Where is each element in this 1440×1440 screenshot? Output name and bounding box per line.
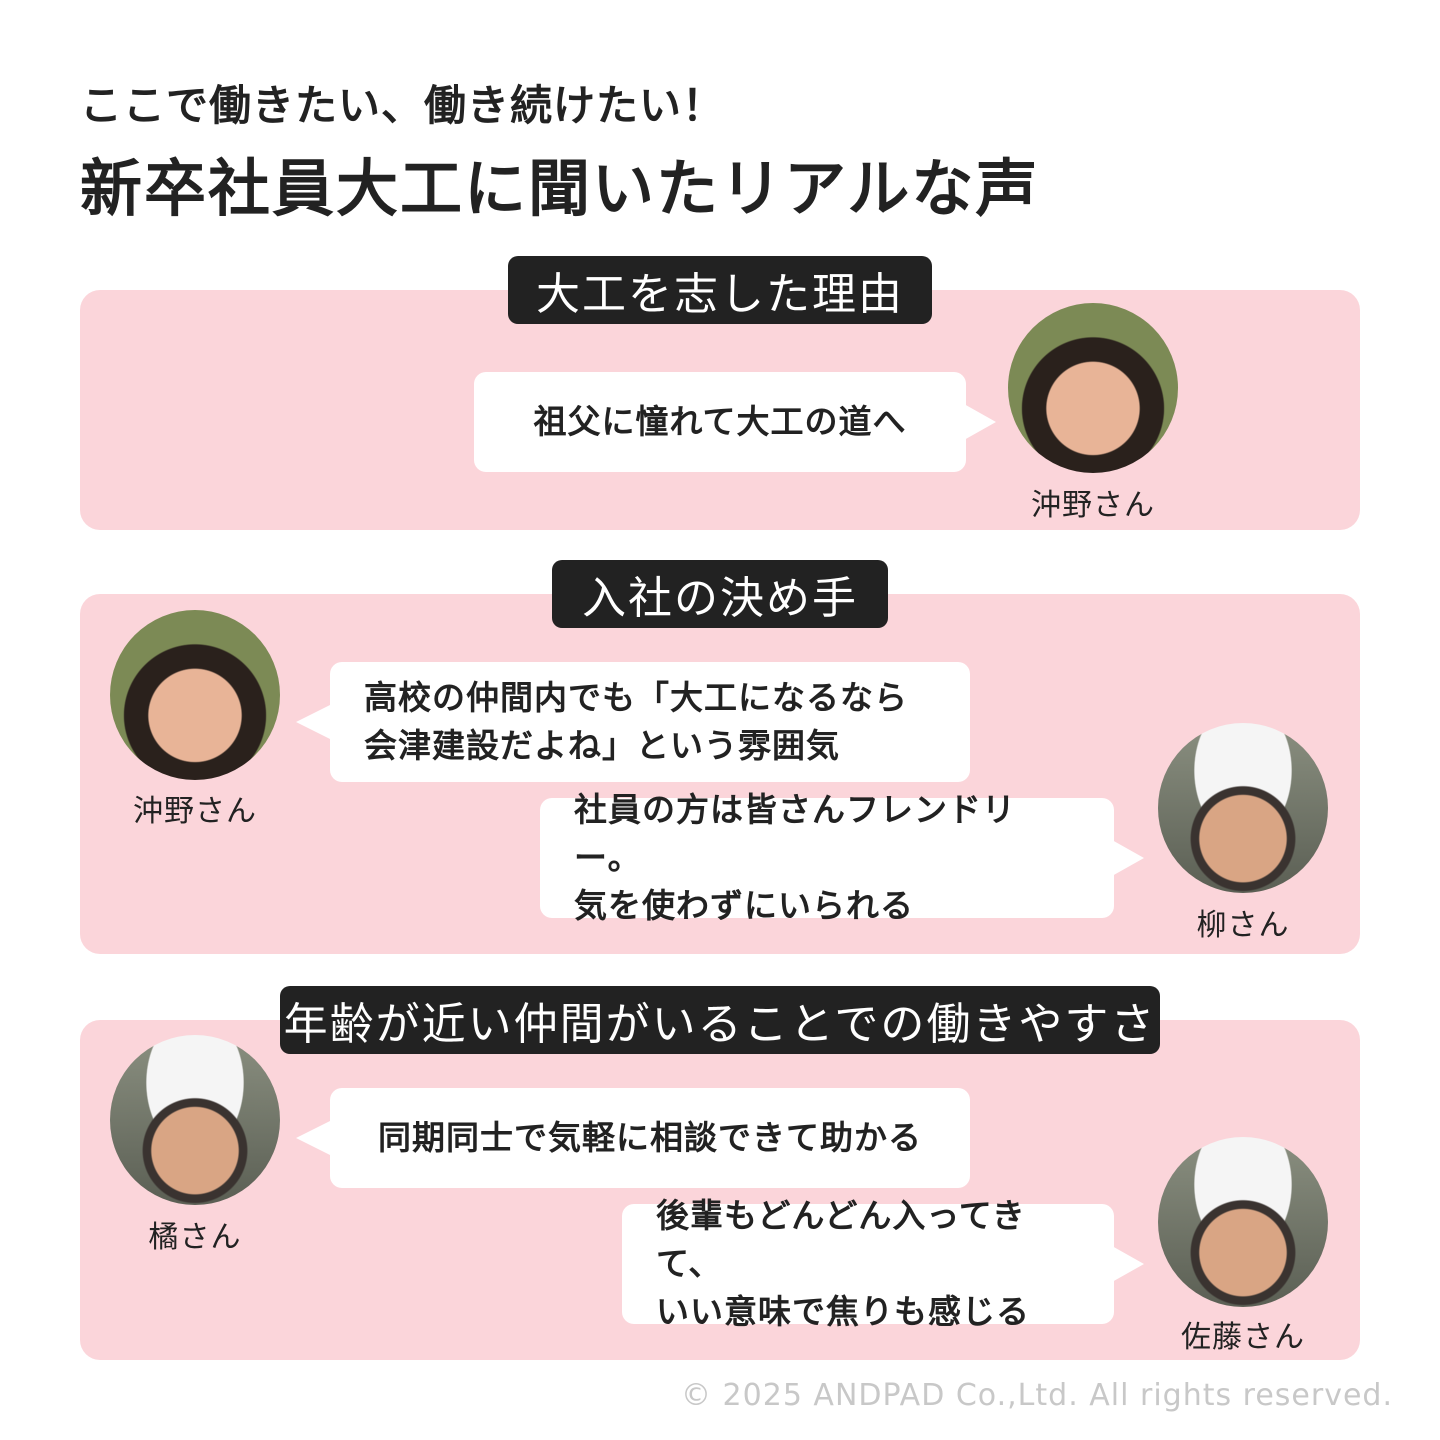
speech-bubble: 同期同士で気軽に相談できて助かる (296, 1088, 970, 1188)
section-label: 入社の決め手 (552, 560, 888, 628)
copyright: © 2025 ANDPAD Co.,Ltd. All rights reserv… (681, 1378, 1393, 1413)
avatar-yanagi (1158, 723, 1328, 893)
section-label: 年齢が近い仲間がいることでの働きやすさ (280, 986, 1160, 1054)
speech-bubble: 後輩もどんどん入ってきて、 いい意味で焦りも感じる (622, 1196, 1144, 1331)
page-subtitle: ここで働きたい、働き続けたい！ (80, 81, 726, 130)
speech-bubble: 社員の方は皆さんフレンドリー。 気を使わずにいられる (540, 790, 1144, 925)
speaker-name: 佐藤さん (1181, 1320, 1305, 1355)
avatar-okino (1008, 303, 1178, 473)
avatar-sato (1158, 1137, 1328, 1307)
speaker-name: 沖野さん (1031, 488, 1155, 523)
speaker-name: 橘さん (148, 1220, 242, 1255)
section-label: 大工を志した理由 (508, 256, 932, 324)
speaker-name: 柳さん (1196, 908, 1290, 943)
speech-bubble: 祖父に憧れて大工の道へ (474, 372, 996, 472)
avatar-okino (110, 610, 280, 780)
page-title: 新卒社員大工に聞いたリアルな声 (80, 152, 1040, 225)
speech-bubble: 高校の仲間内でも「大工になるなら 会津建設だよね」という雰囲気 (296, 662, 970, 782)
avatar-tachibana (110, 1035, 280, 1205)
speaker-name: 沖野さん (133, 794, 257, 829)
